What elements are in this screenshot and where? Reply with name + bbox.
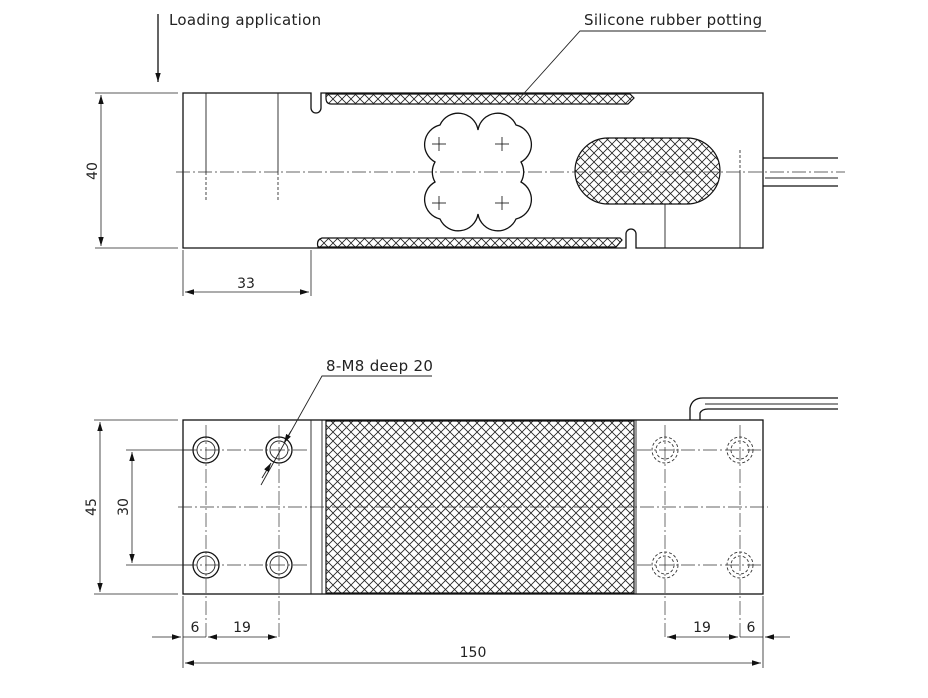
potting-oval [574,137,721,205]
dim-length: 150 [460,645,487,661]
potting-leader [517,30,766,101]
beam-cutout [423,112,533,232]
dim-height-side: 40 [85,162,101,180]
potting-top [325,93,635,105]
thread-label: 8-M8 deep 20 [326,357,433,375]
dim-pitch-left: 19 [233,620,251,636]
side-view: Loading application Silicone rubber pott… [85,11,845,296]
thread-holes-right [651,436,754,579]
potting-bottom [316,237,623,248]
thread-holes-left [192,436,293,579]
potting-label: Silicone rubber potting [584,11,762,29]
dim-edge-right: 6 [747,620,756,636]
loading-label: Loading application [169,11,321,29]
top-cable [689,397,838,420]
dim-width-top: 45 [84,498,100,516]
dim-pitch-right: 19 [693,620,711,636]
dim-offset-side: 33 [237,276,255,292]
dim-hole-spacing: 30 [116,498,132,516]
top-view: 8-M8 deep 20 45 30 6 19 19 6 150 [84,357,838,668]
side-cable [763,157,838,187]
dim-edge-left: 6 [191,620,200,636]
thread-leader [260,375,432,486]
side-body-outline [182,92,764,249]
